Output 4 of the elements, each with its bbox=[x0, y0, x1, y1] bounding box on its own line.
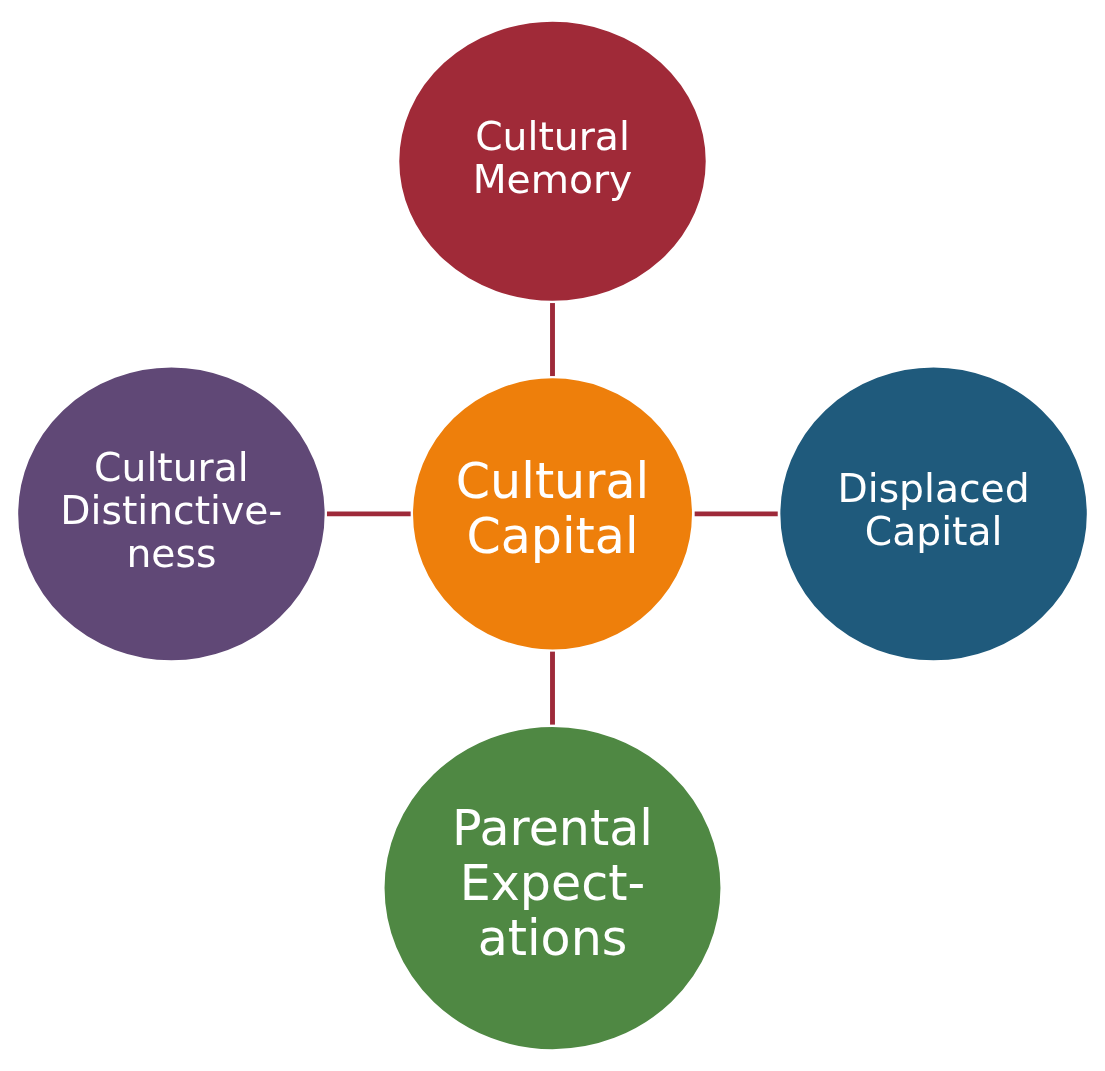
connector bbox=[550, 303, 555, 377]
connector bbox=[694, 511, 778, 517]
connector bbox=[550, 651, 555, 725]
connector bbox=[326, 511, 411, 517]
